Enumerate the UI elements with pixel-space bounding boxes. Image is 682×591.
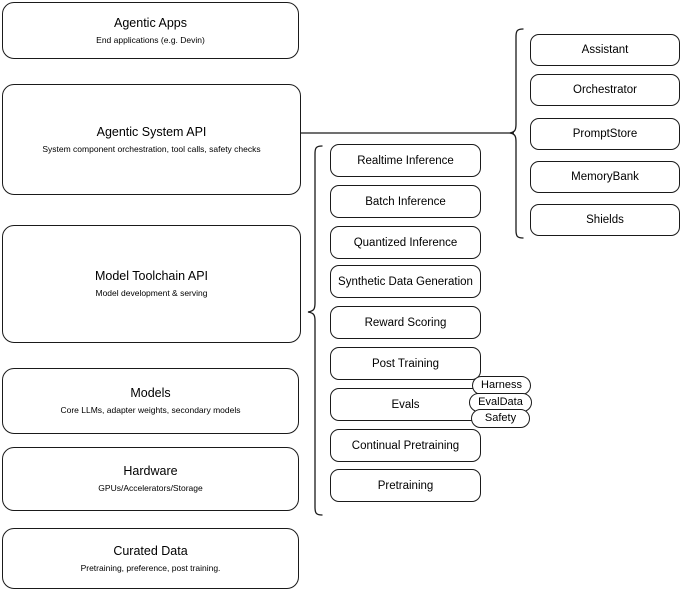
layer-agentic-apps[interactable]: Agentic Apps End applications (e.g. Devi… xyxy=(2,2,299,59)
chip-label: Orchestrator xyxy=(573,84,637,96)
chip-label: Synthetic Data Generation xyxy=(338,275,473,288)
chip-label: PromptStore xyxy=(572,128,638,140)
eval-pill-safety[interactable]: Safety xyxy=(471,409,530,428)
layer-title: Models xyxy=(130,386,171,400)
layer-subtitle: End applications (e.g. Devin) xyxy=(96,34,205,45)
chip-label: Assistant xyxy=(581,44,629,56)
layer-title: Model Toolchain API xyxy=(94,269,209,283)
toolchain-item-evals[interactable]: Evals xyxy=(330,388,481,421)
chip-label: Reward Scoring xyxy=(364,316,447,329)
layer-models[interactable]: Models Core LLMs, adapter weights, secon… xyxy=(2,368,299,434)
toolchain-item-pretraining[interactable]: Pretraining xyxy=(330,469,481,502)
toolchain-item-batch-inference[interactable]: Batch Inference xyxy=(330,185,481,218)
pill-label: Harness xyxy=(481,379,522,391)
toolchain-item-synthetic-data-generation[interactable]: Synthetic Data Generation xyxy=(330,265,481,298)
layer-subtitle: Pretraining, preference, post training. xyxy=(80,562,221,573)
chip-label: Pretraining xyxy=(377,479,434,492)
chip-label: MemoryBank xyxy=(571,171,639,183)
system-component-promptstore[interactable]: PromptStore xyxy=(530,118,680,150)
chip-label: Quantized Inference xyxy=(353,236,458,249)
chip-label: Shields xyxy=(586,214,624,226)
layer-hardware[interactable]: Hardware GPUs/Accelerators/Storage xyxy=(2,447,299,511)
layer-subtitle: GPUs/Accelerators/Storage xyxy=(98,483,203,493)
chip-label: Post Training xyxy=(371,357,440,370)
system-component-shields[interactable]: Shields xyxy=(530,204,680,236)
system-component-orchestrator[interactable]: Orchestrator xyxy=(530,74,680,106)
layer-agentic-system-api[interactable]: Agentic System API System component orch… xyxy=(2,84,301,195)
layer-subtitle: Model development & serving xyxy=(95,288,208,298)
toolchain-item-post-training[interactable]: Post Training xyxy=(330,347,481,380)
layer-title: Hardware xyxy=(123,464,178,478)
layer-title: Curated Data xyxy=(113,543,188,558)
layer-subtitle: Core LLMs, adapter weights, secondary mo… xyxy=(60,405,241,415)
toolchain-item-continual-pretraining[interactable]: Continual Pretraining xyxy=(330,429,481,462)
layer-subtitle: System component orchestration, tool cal… xyxy=(42,143,261,154)
system-component-assistant[interactable]: Assistant xyxy=(530,34,680,66)
layer-title: Agentic System API xyxy=(96,124,207,139)
chip-label: Continual Pretraining xyxy=(351,439,460,452)
layer-model-toolchain-api[interactable]: Model Toolchain API Model development & … xyxy=(2,225,301,343)
toolchain-item-reward-scoring[interactable]: Reward Scoring xyxy=(330,306,481,339)
right-group-brace xyxy=(509,28,524,239)
middle-group-brace xyxy=(307,145,323,516)
toolchain-item-realtime-inference[interactable]: Realtime Inference xyxy=(330,144,481,177)
chip-label: Evals xyxy=(391,398,420,411)
system-component-memorybank[interactable]: MemoryBank xyxy=(530,161,680,193)
chip-label: Realtime Inference xyxy=(357,154,454,167)
pill-label: Safety xyxy=(484,412,517,424)
chip-label: Batch Inference xyxy=(365,195,446,208)
layer-title: Agentic Apps xyxy=(114,15,187,30)
toolchain-item-quantized-inference[interactable]: Quantized Inference xyxy=(330,226,481,259)
pill-label: EvalData xyxy=(478,396,523,408)
layer-curated-data[interactable]: Curated Data Pretraining, preference, po… xyxy=(2,528,299,589)
